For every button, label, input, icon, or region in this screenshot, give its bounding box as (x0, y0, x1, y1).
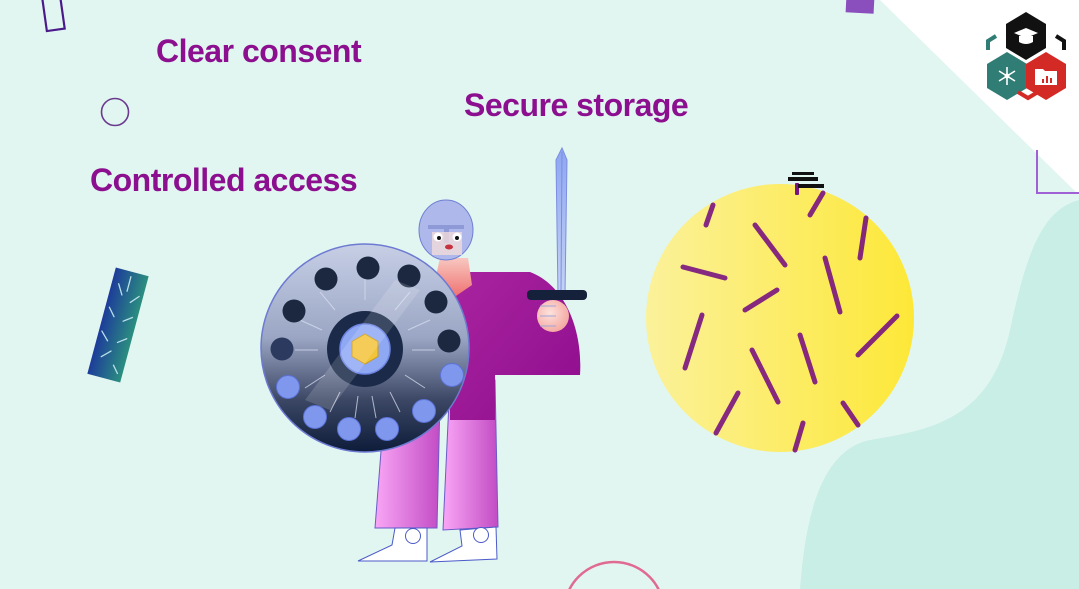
outline-rectangle-shape (39, 0, 66, 33)
label-controlled-access: Controlled access (90, 162, 358, 198)
outline-corner-shape (1036, 150, 1079, 194)
label-clear-consent: Clear consent (156, 33, 362, 69)
data-sphere (646, 172, 914, 453)
purple-block-shape (845, 0, 875, 14)
brand-logo (986, 12, 1066, 101)
outline-circle-shape (100, 97, 130, 127)
gradient-bar-shape (87, 267, 149, 383)
wave-shape (800, 200, 1079, 589)
pink-circle-shape (568, 560, 660, 589)
shield (260, 243, 470, 453)
knight-figure (260, 146, 587, 563)
label-secure-storage: Secure storage (464, 87, 689, 123)
